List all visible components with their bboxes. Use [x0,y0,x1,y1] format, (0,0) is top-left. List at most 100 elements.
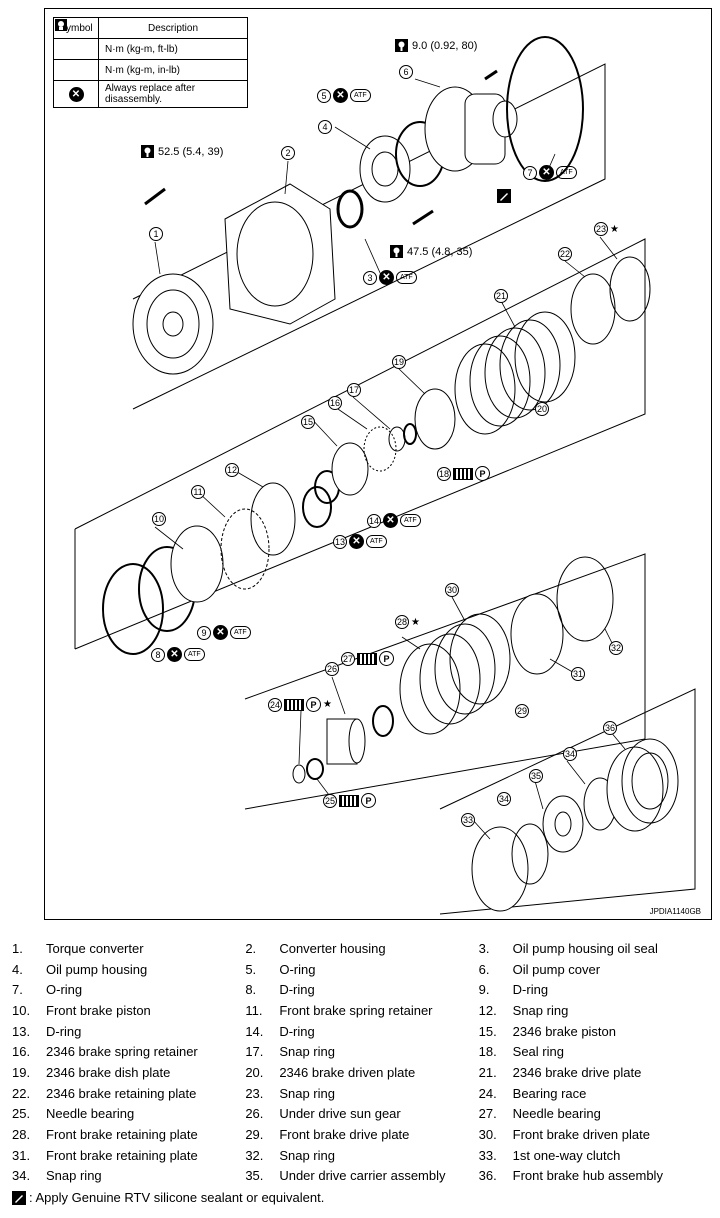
replace-x-icon: ✕ [68,86,84,102]
description-header: Description [98,17,248,39]
part-item: 35.Under drive carrier assembly [245,1168,478,1183]
callout-number: 33 [461,813,475,827]
part-name: Torque converter [46,940,144,956]
callout-23: 23★ [594,222,619,236]
part-number: 20. [245,1064,264,1080]
oil-pump-cover-drawing [424,86,518,172]
callout-34a: 34 [497,792,511,806]
band-top-outline [132,63,606,410]
part-name: 2346 brake piston [512,1023,617,1039]
part-number: 11. [245,1002,263,1018]
d-ring-8-drawing [102,563,164,655]
part-number: 8. [245,982,257,998]
callout-number: 20 [535,402,549,416]
grease-icon [357,652,377,665]
image-code: JPDIA1140GB [649,907,701,916]
part-number: 6. [478,961,490,977]
part-name: Front brake drive plate [279,1127,410,1143]
part-item: 29.Front brake drive plate [245,1127,478,1142]
replace-x-icon: ✕ [167,647,182,662]
part-item: 25.Needle bearing [12,1106,245,1121]
part-number: 21. [478,1064,497,1080]
part-item: 7.O-ring [12,982,245,997]
atf-badge: ATF [184,648,205,661]
part-item: 6.Oil pump cover [479,962,712,977]
part-name: Under drive sun gear [279,1106,401,1122]
torque-wrench-icon [390,245,404,259]
bolt-9-drawing [484,69,498,81]
callout-number: 36 [603,721,617,735]
part-name: D-ring [512,982,549,998]
callout-number: 9 [197,625,211,640]
retaining-plate-31-drawing [510,593,564,675]
part-name: Front brake retaining plate [46,1127,198,1143]
part-name: Snap ring [279,1085,335,1101]
part-item: 12.Snap ring [479,1003,712,1018]
footnote: : Apply Genuine RTV silicone sealant or … [12,1190,324,1205]
snap-ring-17-drawing [388,426,406,452]
torque-value-2: 52.5 (5.4, 39) [158,146,224,158]
retaining-plate-28-drawing [399,643,461,735]
atf-badge: ATF [556,166,577,179]
part-item: 17.Snap ring [245,1044,478,1059]
callout-number: 25 [323,793,337,808]
callout-number: 21 [494,289,508,303]
part-item: 20.2346 brake driven plate [245,1065,478,1080]
callout-34b: 34 [563,747,577,761]
retaining-plate-22-drawing [570,273,616,345]
callout-1: 1 [149,227,163,241]
callout-number: 28 [395,615,409,629]
part-number: 30. [478,1127,497,1143]
part-name: Oil pump housing oil seal [512,940,658,956]
sealant-icon [497,189,511,203]
replace-x-icon: ✕ [349,534,364,549]
part-name: Front brake piston [46,1002,151,1018]
part-item: 32.Snap ring [245,1148,478,1163]
petroleum-jelly-icon: P [306,697,321,712]
bolt-52-drawing [144,187,166,206]
callout-number: 4 [318,120,332,134]
part-item: 4.Oil pump housing [12,962,245,977]
part-name: Seal ring [512,1044,564,1060]
part-item: 22.2346 brake retaining plate [12,1086,245,1101]
part-item: 14.D-ring [245,1024,478,1039]
callout-number: 18 [437,466,451,481]
symbol-desc-2: N·m (kg-m, in-lb) [98,59,248,81]
grease-icon [284,698,304,711]
needle-bearing-27-drawing [372,705,394,737]
torque-value-3: 47.5 (4.8, 35) [407,246,473,258]
part-number: 3. [478,940,490,956]
part-name: Bearing race [512,1085,587,1101]
part-number: 1. [12,940,23,956]
callout-7: 7✕ATF [523,165,577,180]
replace-x-icon: ✕ [333,88,348,103]
oil-pump-housing-drawing [359,135,411,203]
part-name: Snap ring [279,1044,335,1060]
part-name: 2346 brake spring retainer [46,1044,198,1060]
callout-9: 9✕ATF [197,625,251,640]
part-name: O-ring [279,961,316,977]
part-name: Front brake hub assembly [512,1168,663,1184]
callout-26: 26 [325,662,339,676]
callout-number: 32 [609,641,623,655]
snap-ring-32-drawing [556,556,614,642]
callout-number: 31 [571,667,585,681]
callout-number: 13 [333,534,347,549]
callout-2: 2 [281,146,295,160]
callout-number: 11 [191,485,205,499]
callout-8: 8✕ATF [151,647,205,662]
callout-31: 31 [571,667,585,681]
part-number: 15. [478,1023,497,1039]
callout-number: 34 [497,792,511,806]
replace-x-icon: ✕ [383,513,398,528]
part-item: 5. O-ring [245,962,478,977]
callout-number: 26 [325,662,339,676]
part-number: 5. [245,961,257,977]
part-number: 12. [478,1002,497,1018]
